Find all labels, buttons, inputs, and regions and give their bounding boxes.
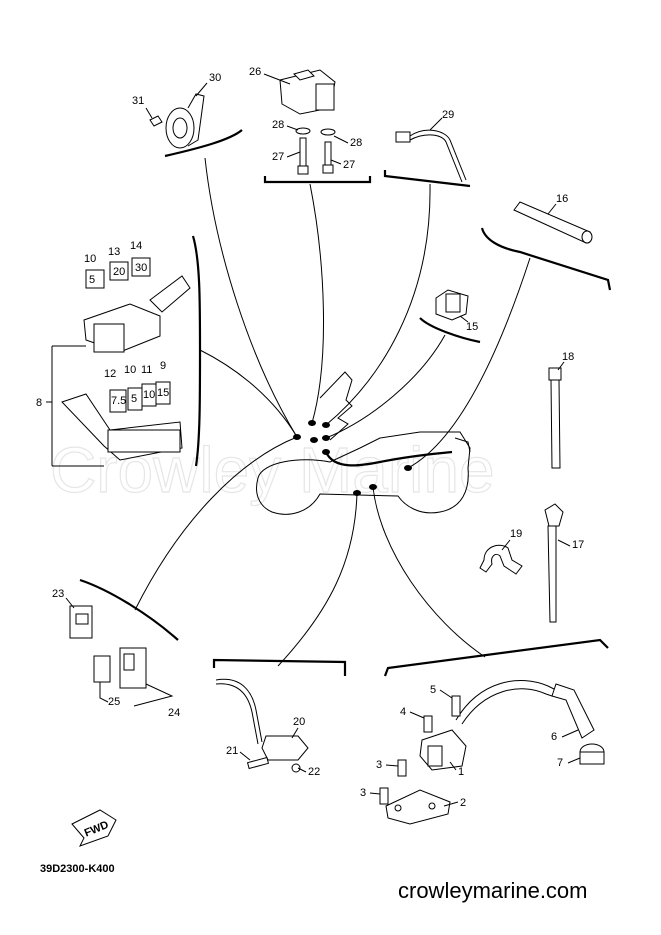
coupler-part [435, 289, 469, 321]
fuse-rating-label: 5 [131, 393, 137, 405]
callout-number: 29 [442, 109, 454, 121]
fuse-rating-label: 10 [143, 389, 155, 401]
callout-number: 5 [430, 684, 436, 696]
fuse-rating-label: 15 [157, 387, 169, 399]
main-harness-line [324, 450, 453, 467]
callout-number: 20 [293, 716, 305, 728]
callout-number: 24 [168, 707, 180, 719]
callout-number: 11 [141, 364, 152, 376]
callout-number: 10 [84, 253, 96, 265]
diagram-code: 39D2300-K400 [40, 863, 115, 875]
callout-number: 27 [343, 159, 355, 171]
callout-number: 19 [510, 528, 522, 540]
callout-number: 8 [36, 397, 42, 409]
cable-tie-short [548, 367, 562, 469]
callout-number: 14 [130, 240, 142, 252]
callout-number: 1 [458, 766, 464, 778]
callout-number: 9 [160, 360, 166, 372]
callout-number: 21 [226, 745, 238, 757]
callout-number: 7 [557, 757, 563, 769]
clamp-part [479, 544, 523, 575]
callout-number: 6 [551, 731, 557, 743]
callout-number: 26 [249, 66, 261, 78]
group-brackets [51, 129, 612, 677]
callout-number: 2 [460, 797, 466, 809]
callout-number: 22 [308, 766, 320, 778]
sensor-lead-part [395, 129, 467, 183]
fuse-rating-label: 5 [89, 274, 95, 286]
callout-number: 27 [272, 151, 284, 163]
callout-number: 18 [562, 351, 574, 363]
callout-number: 16 [556, 193, 568, 205]
callout-number: 3 [360, 787, 366, 799]
callout-number: 25 [108, 696, 120, 708]
cable-tie-long [544, 503, 564, 623]
callout-number: 23 [52, 588, 64, 600]
callout-number: 15 [466, 321, 478, 333]
relay-set-23-25 [69, 605, 174, 707]
relay-part [279, 69, 336, 115]
fuse-rating-label: 30 [135, 262, 147, 274]
callout-number: 30 [209, 72, 221, 84]
ignition-coil-assembly [379, 680, 605, 825]
website-footer: crowleymarine.com [398, 878, 588, 903]
sensor-assembly-20-22 [215, 678, 309, 773]
forward-arrow-icon: FWD [71, 809, 117, 847]
bolt-washer-set [295, 127, 336, 175]
callout-number: 28 [272, 119, 284, 131]
callout-number: 10 [124, 364, 136, 376]
horn-part [149, 93, 205, 149]
callout-number: 13 [108, 246, 120, 258]
callout-number: 17 [572, 539, 584, 551]
fuse-rating-label: 20 [113, 266, 125, 278]
fuse-rating-label: 7.5 [111, 395, 126, 407]
tube-part [513, 201, 593, 244]
fuse-box-assembly: 5 20 30 7.5 5 10 15 [61, 257, 191, 461]
callout-number: 4 [400, 706, 406, 718]
callout-number: 12 [104, 368, 116, 380]
callout-number: 31 [132, 95, 144, 107]
callout-number: 28 [350, 137, 362, 149]
callout-numbers: 30 31 26 28 27 28 27 29 16 15 10 13 14 1… [36, 66, 584, 809]
callout-number: 3 [376, 759, 382, 771]
leader-lines [134, 157, 531, 667]
